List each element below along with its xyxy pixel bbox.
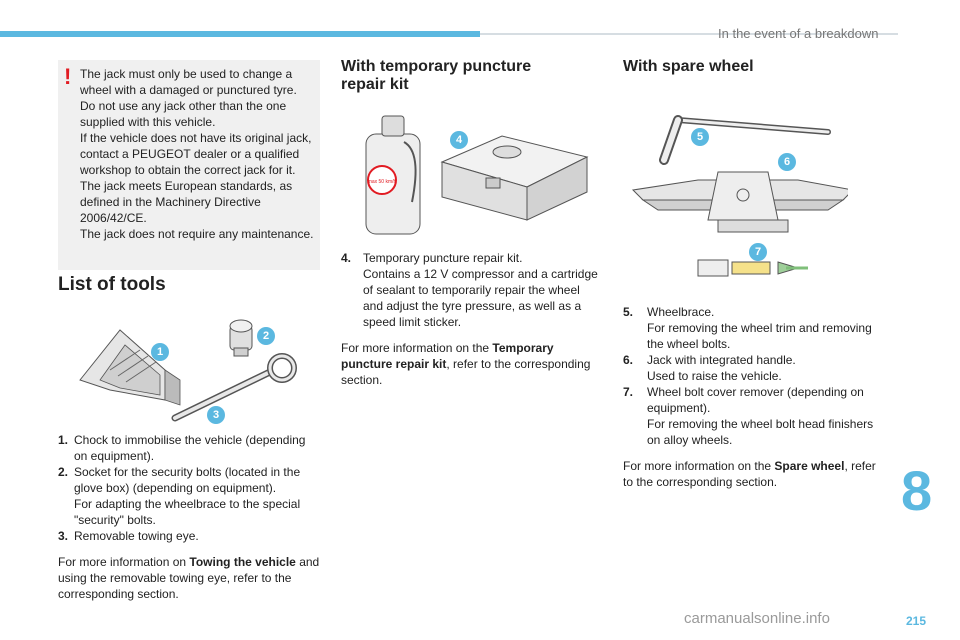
warning-line: The jack does not require any maintenanc… bbox=[80, 227, 314, 241]
kit-heading: With temporary puncture repair kit bbox=[341, 58, 532, 93]
item-text: Wheel bolt cover remover (depending on e… bbox=[647, 385, 864, 415]
item-text: Wheelbrace. bbox=[647, 305, 715, 319]
repair-kit-illustration: max 50 km/h bbox=[365, 115, 589, 235]
tools-illustration bbox=[79, 319, 297, 422]
spare-list: 5. Wheelbrace. For removing the wheel tr… bbox=[623, 304, 885, 490]
spare-wheel-tools-illustration bbox=[631, 115, 848, 277]
item-number: 5. bbox=[623, 305, 634, 319]
list-item: 4. Temporary puncture repair kit. Contai… bbox=[341, 250, 603, 330]
section-title: In the event of a breakdown bbox=[718, 26, 879, 41]
item-text: Temporary puncture repair kit. bbox=[363, 251, 523, 265]
exclamation-icon: ! bbox=[64, 64, 72, 89]
warning-text: The jack must only be used to change a w… bbox=[80, 66, 316, 242]
item-text: For removing the wheel bolt head finishe… bbox=[647, 417, 874, 447]
item-number: 1. bbox=[58, 433, 69, 447]
item-text: For adapting the wheelbrace to the speci… bbox=[74, 497, 301, 527]
kit-more-info: For more information on the Temporary pu… bbox=[341, 340, 603, 388]
bottle-sticker-text: max 50 km/h bbox=[368, 179, 397, 185]
page-number: 215 bbox=[906, 614, 927, 628]
callout-badge: 4 bbox=[450, 131, 468, 149]
item-number: 7. bbox=[623, 385, 634, 399]
item-text: Used to raise the vehicle. bbox=[647, 369, 782, 383]
item-text: Removable towing eye. bbox=[74, 529, 199, 543]
chock-illustration bbox=[79, 329, 181, 406]
tools-list: 1. Chock to immobilise the vehicle (depe… bbox=[58, 432, 320, 602]
more-info-text: For more information on bbox=[58, 555, 190, 569]
spare-more-info: For more information on the Spare wheel,… bbox=[623, 458, 885, 490]
chapter-number: 8 bbox=[901, 459, 933, 522]
header-accent-bar bbox=[0, 31, 480, 37]
list-item: 7. Wheel bolt cover remover (depending o… bbox=[623, 384, 885, 448]
sealant-bottle-illustration: max 50 km/h bbox=[365, 115, 421, 235]
more-info-link: Towing the vehicle bbox=[189, 555, 296, 569]
callout-badge: 1 bbox=[151, 343, 169, 361]
callout-badge: 3 bbox=[207, 406, 225, 424]
list-item: 1. Chock to immobilise the vehicle (depe… bbox=[58, 432, 320, 464]
watermark: carmanualsonline.info bbox=[684, 610, 830, 627]
socket-illustration bbox=[229, 319, 253, 357]
spare-heading: With spare wheel bbox=[623, 58, 754, 75]
callout-badge: 6 bbox=[778, 153, 796, 171]
list-item: 5. Wheelbrace. For removing the wheel tr… bbox=[623, 304, 885, 352]
item-number: 3. bbox=[58, 529, 69, 543]
item-text: Socket for the security bolts (located i… bbox=[74, 465, 301, 495]
callout-badge: 5 bbox=[691, 128, 709, 146]
list-item: 6. Jack with integrated handle. Used to … bbox=[623, 352, 885, 384]
item-text: For removing the wheel trim and removing… bbox=[647, 321, 872, 351]
warning-line: The jack must only be used to change a w… bbox=[80, 67, 297, 97]
jack-illustration bbox=[631, 171, 848, 233]
tools-more-info: For more information on Towing the vehic… bbox=[58, 554, 320, 602]
callout-badge: 7 bbox=[749, 243, 767, 261]
more-info-text: For more information on the bbox=[341, 341, 493, 355]
more-info-text: , refer to the corresponding section. bbox=[623, 459, 876, 489]
item-number: 4. bbox=[341, 251, 352, 265]
wheelbrace-illustration bbox=[659, 115, 831, 165]
compressor-illustration bbox=[440, 135, 589, 221]
item-number: 2. bbox=[58, 465, 69, 479]
kit-list: 4. Temporary puncture repair kit. Contai… bbox=[341, 250, 603, 388]
more-info-link: Temporary puncture repair kit bbox=[341, 341, 554, 371]
warning-line: The jack meets European standards, as de… bbox=[80, 179, 293, 225]
item-text: Contains a 12 V compressor and a cartrid… bbox=[363, 267, 598, 329]
warning-line: If the vehicle does not have its origina… bbox=[80, 131, 312, 177]
more-info-text: For more information on the bbox=[623, 459, 775, 473]
more-info-text: , refer to the corresponding section. bbox=[341, 357, 591, 387]
item-text: Chock to immobilise the vehicle (dependi… bbox=[74, 433, 306, 463]
bolt-cover-remover-illustration bbox=[697, 259, 808, 277]
more-info-link: Spare wheel bbox=[774, 459, 845, 473]
warning-box: ! The jack must only be used to change a… bbox=[58, 60, 320, 270]
header-rule bbox=[480, 33, 898, 35]
callout-badge: 2 bbox=[257, 327, 275, 345]
warning-line: Do not use any jack other than the one s… bbox=[80, 99, 287, 129]
list-item: 2. Socket for the security bolts (locate… bbox=[58, 464, 320, 528]
item-number: 6. bbox=[623, 353, 634, 367]
towing-eye-illustration bbox=[171, 353, 297, 422]
more-info-text: and using the removable towing eye, refe… bbox=[58, 555, 320, 601]
tools-heading: List of tools bbox=[58, 274, 166, 295]
item-text: Jack with integrated handle. bbox=[647, 353, 796, 367]
list-item: 3. Removable towing eye. bbox=[58, 528, 320, 544]
